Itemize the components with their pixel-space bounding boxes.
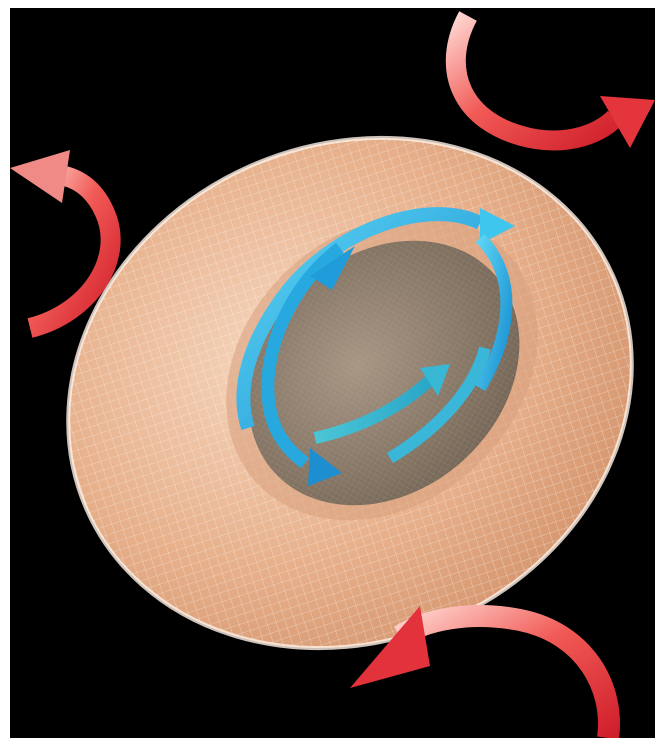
photo-scene [10,8,655,738]
earcup-cushion-illustration [10,8,655,738]
